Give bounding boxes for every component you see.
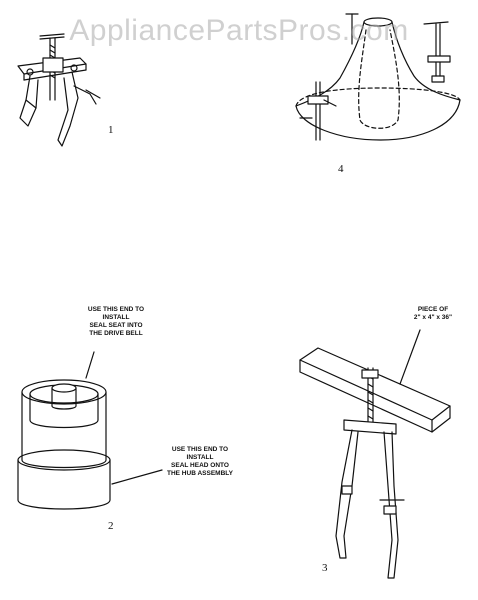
fig2-callout-top: USE THIS END TO INSTALL SEAL SEAT INTO T… [87,306,145,337]
watermark-text: AppliancePartsPros.com [69,14,409,47]
figure-3-number: 3 [322,562,328,574]
fig2-installer-drawing [17,351,163,510]
figure-2-number: 2 [108,520,114,532]
fig3-callout: PIECE OF 2" x 4" x 36" [413,306,453,321]
fig2-callout-bottom: USE THIS END TO INSTALL SEAL HEAD ONTO T… [167,446,233,477]
figure-1-number: 1 [108,124,114,136]
fig4-bell-drawing [295,13,461,141]
figure-4-number: 4 [338,163,344,175]
fig1-puller-drawing [17,33,101,147]
fig3-puller-with-board-drawing [299,329,451,579]
